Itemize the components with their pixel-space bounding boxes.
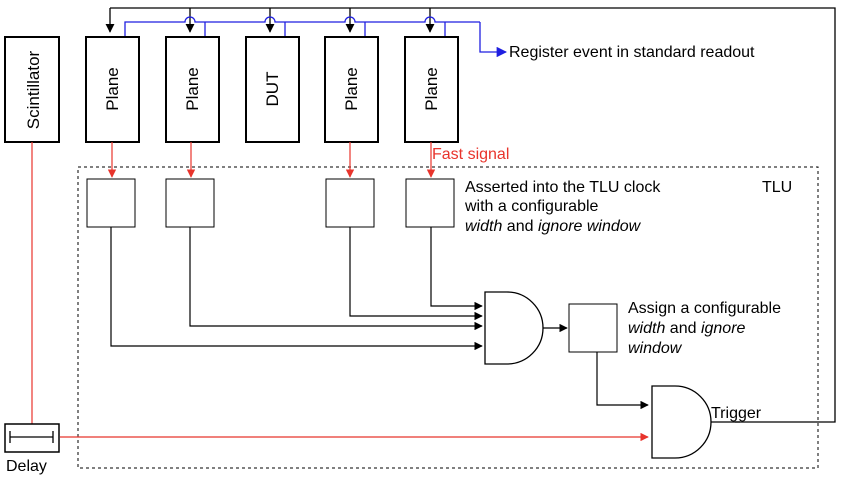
dut: DUT <box>245 36 300 143</box>
and-gate-trigger <box>651 385 712 459</box>
tlu-boundary <box>77 166 819 469</box>
width-box-output-wire <box>596 352 649 410</box>
assign-note-line-2: width and ignore <box>628 320 746 337</box>
delay-block <box>4 423 60 453</box>
asserted-note-line-2: with a configurable <box>464 198 599 215</box>
asserted-note-line-1: Asserted into the TLU clock <box>465 179 661 196</box>
plane-4: Plane <box>404 36 459 143</box>
trigger-label: Trigger <box>711 405 762 422</box>
tlu-label: TLU <box>762 179 792 196</box>
svg-text:Plane: Plane <box>183 67 202 110</box>
assign-note-line-3: window <box>628 340 683 357</box>
asserted-note-line-3: width and ignore window <box>465 218 642 235</box>
register-event-label: Register event in standard readout <box>509 44 755 61</box>
plane-3: Plane <box>324 36 379 143</box>
svg-text:Plane: Plane <box>103 67 122 110</box>
width-box <box>568 303 618 353</box>
discriminator-box-2 <box>165 178 215 228</box>
assign-note-line-1: Assign a configurable <box>628 300 781 317</box>
fast-signal-label: Fast signal <box>432 146 509 163</box>
plane-2: Plane <box>165 36 220 143</box>
svg-text:Plane: Plane <box>422 67 441 110</box>
readout-bus <box>124 16 508 58</box>
discriminator-box-4 <box>405 178 455 228</box>
delay-label: Delay <box>6 458 47 475</box>
svg-text:Plane: Plane <box>342 67 361 110</box>
discriminator-box-3 <box>325 178 375 228</box>
svg-text:Scintillator: Scintillator <box>24 50 43 129</box>
svg-text:DUT: DUT <box>263 72 282 107</box>
coincidence-wiring <box>110 227 483 351</box>
scintillator-block: Scintillator <box>4 36 60 143</box>
discriminator-box-1 <box>86 178 136 228</box>
plane-1: Plane <box>85 36 140 143</box>
fast-signal-lines <box>31 142 649 442</box>
trigger-feedback-bus <box>105 7 836 423</box>
and-gate-coincidence <box>484 291 544 365</box>
